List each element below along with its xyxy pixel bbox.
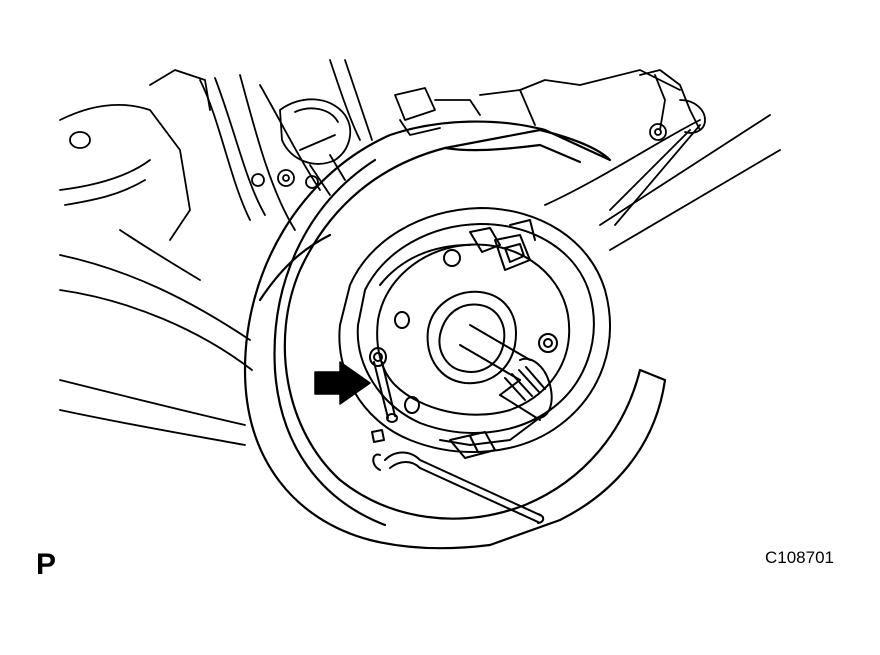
dust-shield (243, 120, 667, 550)
hub-bolt-hole (404, 396, 420, 414)
hub-bolt-hole (443, 249, 461, 267)
axle-hub-flange (376, 243, 571, 416)
brake-pipe-bracket (609, 69, 706, 226)
knuckle-housing (59, 69, 321, 241)
hub-bolt (469, 219, 536, 271)
sensor-connector (394, 69, 681, 136)
drive-shaft (279, 59, 373, 196)
hold-down-spring (369, 347, 398, 443)
axle-stub (426, 290, 553, 421)
hub-bolt-hole (394, 311, 410, 329)
figure-code: C108701 (765, 548, 835, 567)
hub-bolt-hole (538, 333, 558, 353)
view-letter: P (36, 548, 57, 581)
indicator-arrow (314, 361, 371, 405)
suspension-arm-lines (59, 114, 781, 446)
parking-brake-cable (372, 431, 545, 524)
